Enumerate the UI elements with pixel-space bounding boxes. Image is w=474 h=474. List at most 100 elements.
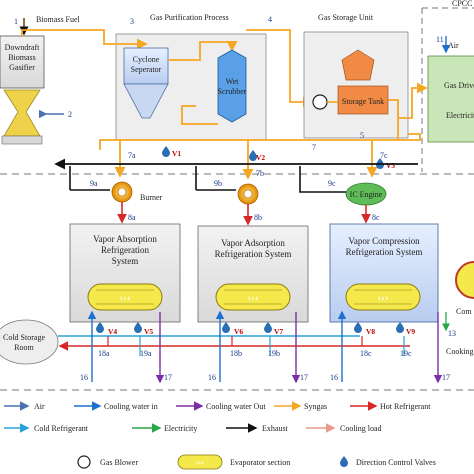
cold-storage-title-1: Cold Storage [3,333,45,342]
valve-v8-icon [354,322,362,333]
evaporator-b: ››› [215,283,291,311]
syngas-gasifier-to-cyclone [21,29,148,50]
stream-13-label: 13 [448,329,456,338]
vads-title-2: Refrigeration System [215,249,292,259]
stream-19b-label: 19b [268,349,280,358]
stream-7-label: 7 [312,143,316,152]
syngas-tank-out [388,99,399,140]
legend-cooling-water-out: Cooling water Out [206,402,266,411]
stream-18b-label: 18b [230,349,242,358]
svg-text:›››: ››› [248,292,259,304]
cold-storage-title-2: Room [14,343,34,352]
valve-v7-icon [264,322,272,333]
stream-9a-label: 9a [90,179,98,188]
stream-19c-label: 19c [400,349,412,358]
stream-7a-label: 7a [128,151,136,160]
stream-16a-label: 16 [80,373,88,382]
valve-v9-label: V9 [406,327,415,336]
svg-text:›››: ››› [196,458,204,467]
stream-9c-label: 9c [328,179,336,188]
legend-air: Air [34,402,45,411]
valve-v6-label: V6 [234,327,243,336]
cold-storage-room [0,319,59,365]
legend-cold-refrigerant: Cold Refrigerant [34,424,89,433]
vars-title-2: Refrigeration [101,245,149,255]
stream-3-label: 3 [130,17,134,26]
valve-v7-label: V7 [274,327,283,336]
storage-tank-label: Storage Tank [342,97,384,106]
valve-v5-label: V5 [144,327,153,336]
stream-17c-label: 17 [442,373,450,382]
syngas-cyclone-to-scrubber [168,41,238,61]
exhaust-9c [299,166,346,193]
evaporator-a: ››› [87,283,163,311]
legend-exhaust: Exhaust [262,424,289,433]
legend-direction-control-valves: Direction Control Valves [356,458,436,467]
gas-storage-title: Gas Storage Unit [318,13,374,22]
legend-gas-blower: Gas Blower [100,458,138,467]
stream-16c-label: 16 [330,373,338,382]
biomass-fuel-label: Biomass Fuel [36,15,81,24]
legend-valve-icon [340,456,348,467]
stream-11-label: 11 [436,35,444,44]
syngas-scrubber-out [181,105,218,125]
legend-evaporator-section: Evaporator section [230,458,290,467]
storage-tank-pentagon-icon [341,49,375,81]
valve-v5-icon [134,322,142,333]
com-label: Com [456,307,472,316]
stream-1-label: 1 [14,17,18,26]
com-unit [455,261,474,299]
legend-syngas: Syngas [304,402,327,411]
burner-label: Burner [140,193,163,202]
stream-8b-label: 8b [254,213,262,222]
syngas-to-gas-driven [398,82,428,119]
stream-9b-label: 9b [214,179,222,188]
air-label-cpcc: Air [448,41,459,50]
stream-2-label: 2 [68,110,72,119]
gas-blower-storage [312,94,328,110]
valve-v8-label: V8 [366,327,375,336]
stream-4-label: 4 [268,15,272,24]
svg-text:›››: ››› [120,292,131,304]
stream-16b-label: 16 [208,373,216,382]
evaporator-c: ››› [345,283,421,311]
syngas-main-bus [99,133,421,150]
valve-v9-icon [396,322,404,333]
burner-a-core [117,187,127,197]
valve-v4-label: V4 [108,327,117,336]
wet-scrubber [217,49,247,123]
syngas-to-storage [246,29,314,108]
stream-8c-label: 8c [372,213,380,222]
valve-v6-icon [222,322,230,333]
stream-17a-label: 17 [164,373,172,382]
legend-hot-refrigerant: Hot Refrigerant [380,402,431,411]
ic-engine-label: IC Engine [350,190,383,199]
gasifier-hourglass-icon [3,89,41,137]
vars-title-3: System [112,256,139,266]
valve-v4-icon [96,322,104,333]
gas-driven-label: Gas Driven [444,81,474,90]
gasifier-box [0,35,45,89]
valve-v1-icon [162,146,170,157]
vars-title-1: Vapor Absorption [93,234,157,244]
legend-evaporator-icon: ››› [177,454,223,470]
storage-tank [337,85,389,115]
valve-v1-label: V1 [172,149,181,158]
stream-8a-label: 8a [128,213,136,222]
stream-18c-label: 18c [360,349,372,358]
legend: Air Cooling water in Cooling water Out S… [4,401,436,470]
svg-text:›››: ››› [378,292,389,304]
burner-b-core [243,189,253,199]
stream-19a-label: 19a [140,349,152,358]
valve-v2-label: V2 [256,153,265,162]
gasifier-base [1,135,43,145]
cyclone-cone [123,83,169,119]
stream-7b-label: 7b [256,169,264,178]
stream-17b-label: 17 [300,373,308,382]
cooking-label: Cooking [446,347,474,356]
gas-storage-box [303,31,409,139]
legend-cooling-water-in: Cooling water in [104,402,158,411]
legend-cooling-load: Cooling load [340,424,382,433]
